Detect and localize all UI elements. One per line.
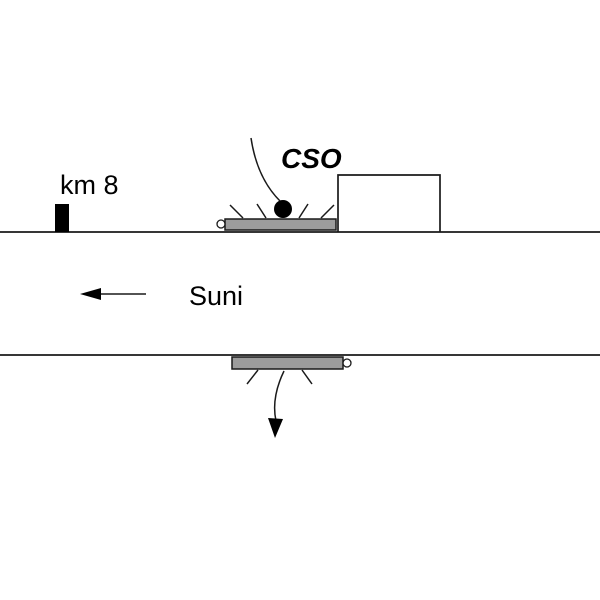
direction-arrow-head-icon <box>80 288 101 300</box>
sensor-bar-bottom <box>231 356 344 370</box>
sensor-endpoint-top-icon <box>216 219 226 229</box>
sensor-bar-top <box>224 218 337 231</box>
milestone-label: km 8 <box>60 170 119 200</box>
down-arrow-shaft <box>273 370 285 422</box>
sensor-legs-top-icon <box>229 203 335 219</box>
structure-outline <box>337 174 441 232</box>
cso-leader-line <box>250 137 281 202</box>
milestone-marker <box>55 204 69 232</box>
direction-label: Suni <box>189 281 243 311</box>
down-arrow-head-icon <box>268 418 283 438</box>
station-label: CSO <box>281 143 342 174</box>
sensor-legs-bottom-icon <box>246 369 313 385</box>
cso-marker-dot-icon <box>274 200 292 218</box>
sensor-endpoint-bottom-icon <box>342 358 352 368</box>
